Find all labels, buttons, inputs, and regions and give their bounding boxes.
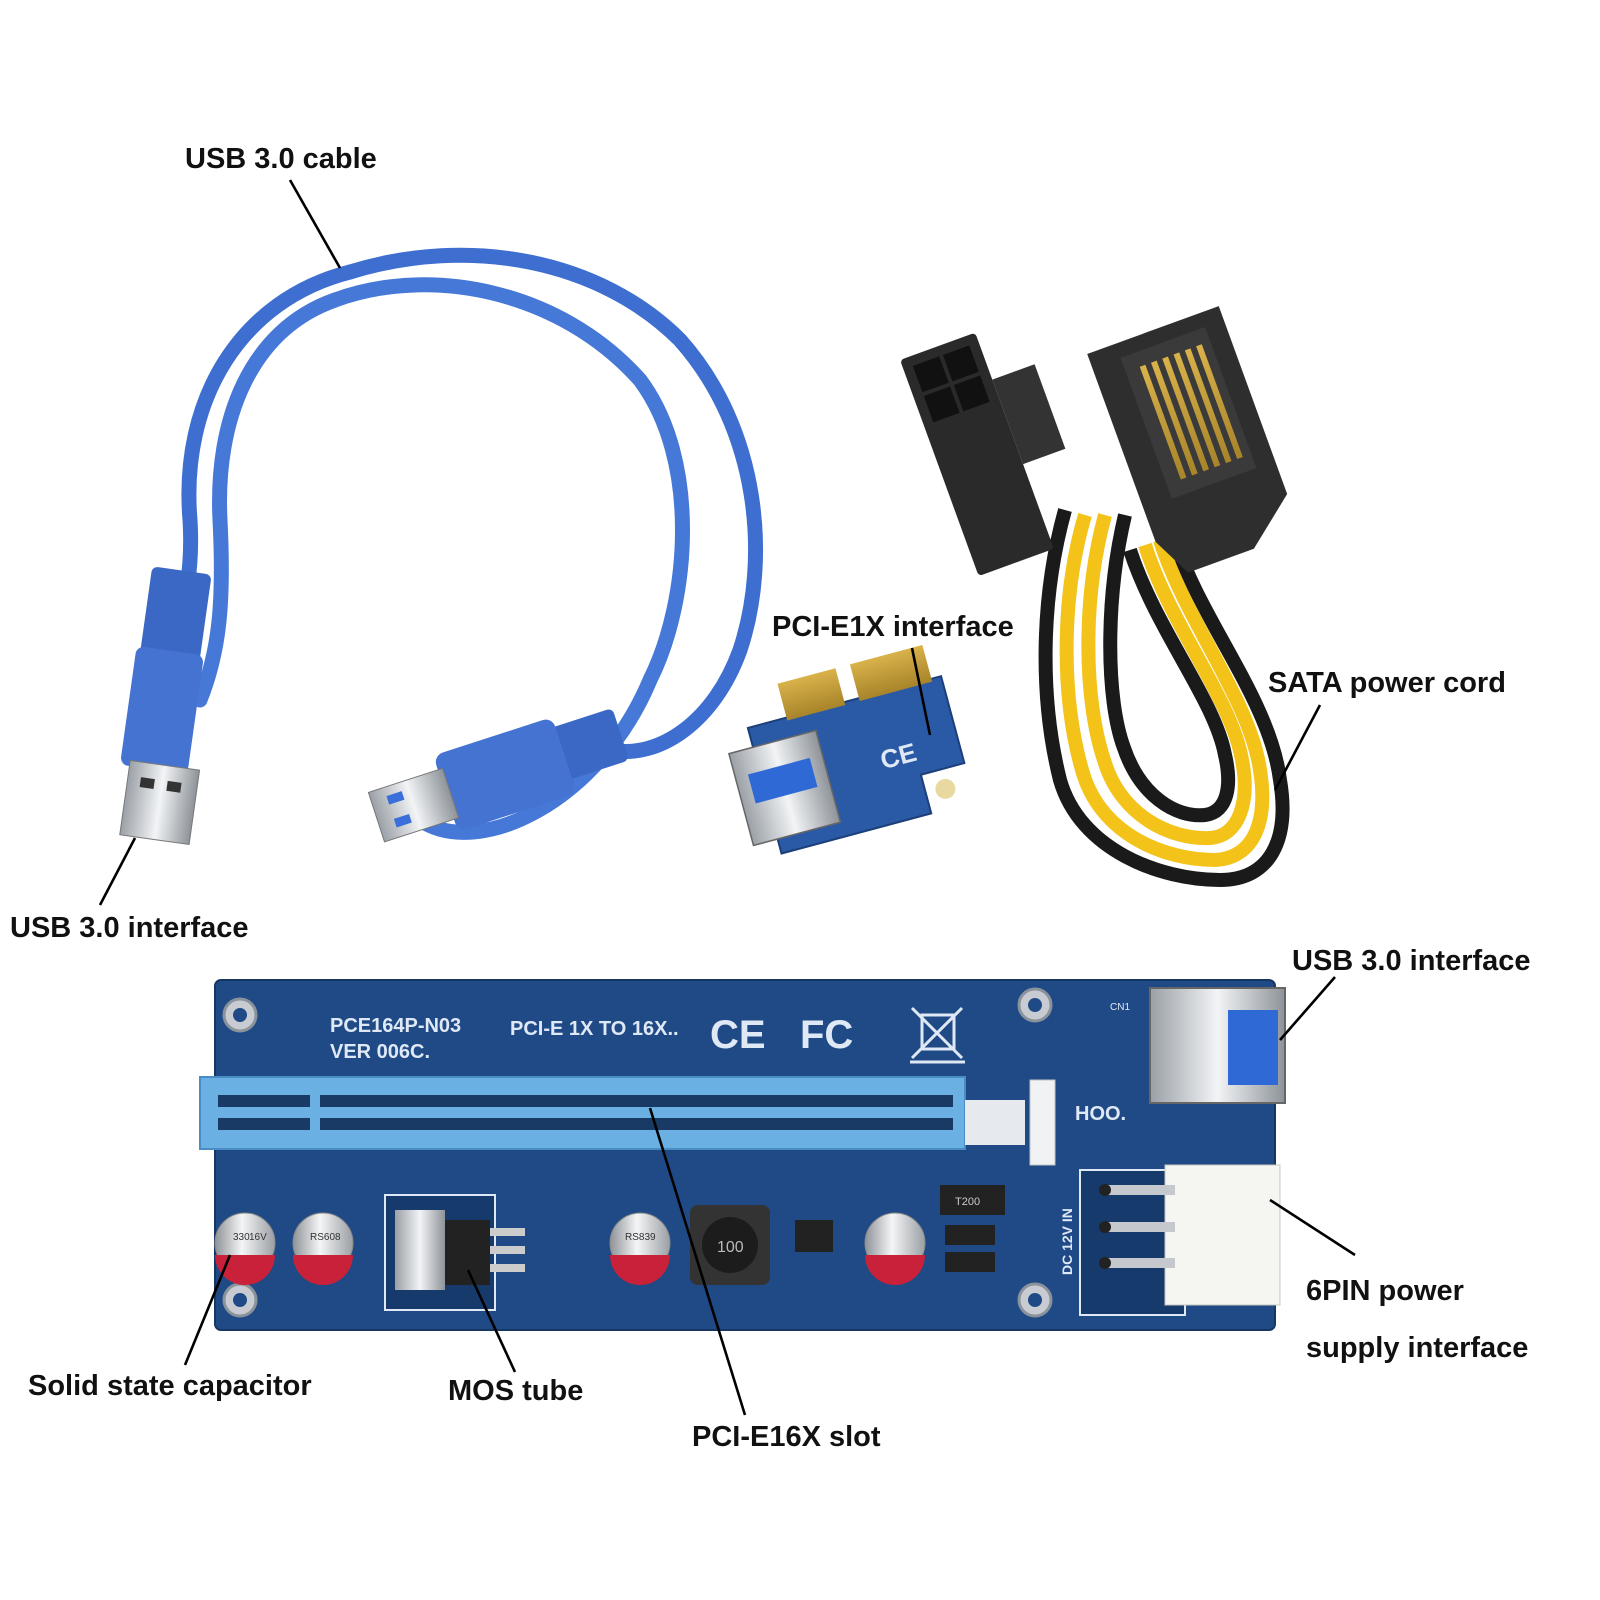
resistor-text: T200 [955,1196,980,1208]
label-mos-tube: MOS tube [448,1375,583,1407]
sata-power-cord [901,306,1290,888]
capacitor-code-a-text: RS608 [310,1232,341,1243]
leader-lines [98,179,1356,1416]
label-solid-state-capacitor: Solid state capacitor [28,1370,312,1402]
six-pin-header-graphic: DC 12V IN [1059,1164,1281,1316]
hoo-text: HOO. [1075,1103,1126,1125]
label-sata-power-cord: SATA power cord [1268,667,1506,699]
board-version-text: VER 006C. [330,1041,430,1063]
riser-board: PCE164P-N03 VER 006C. PCI-E 1X TO 16X.. … [199,979,1286,1331]
capacitor-voltage-text: 16V [249,1232,267,1243]
pcie-16x-slot-graphic [199,1076,1056,1166]
usb-cable [119,247,764,846]
inductor-text: 100 [717,1239,744,1256]
board-usb-port-graphic [1149,987,1286,1104]
label-pcie1x-interface: PCI-E1X interface [772,611,1014,643]
ce-mark-icon: CE [710,1013,766,1057]
label-pcie16x-slot: PCI-E16X slot [692,1421,881,1453]
label-6pin-line2: supply interface [1306,1332,1528,1364]
label-usb-cable: USB 3.0 cable [185,143,377,175]
capacitor-code-b-text: RS839 [625,1232,656,1243]
board-pcie-text: PCI-E 1X TO 16X.. [510,1018,679,1040]
label-6pin-line1: 6PIN power [1306,1275,1464,1307]
fcc-mark-icon: FC [800,1013,853,1057]
pcie-1x-adapter: CE [727,644,966,855]
dc-label-text: DC 12V IN [1059,1208,1075,1275]
inductor-graphic: 100 [690,1205,770,1285]
capacitor-value-text: 330 [233,1232,250,1243]
label-usb-interface-board: USB 3.0 interface [1292,945,1531,977]
solid-state-capacitors: 330 16V RS608 RS839 [214,1212,926,1285]
cn1-text: CN1 [1110,1002,1130,1013]
weee-bin-icon [910,1006,965,1064]
board-model-text: PCE164P-N03 [330,1015,461,1037]
label-usb-interface-cable: USB 3.0 interface [10,912,249,944]
